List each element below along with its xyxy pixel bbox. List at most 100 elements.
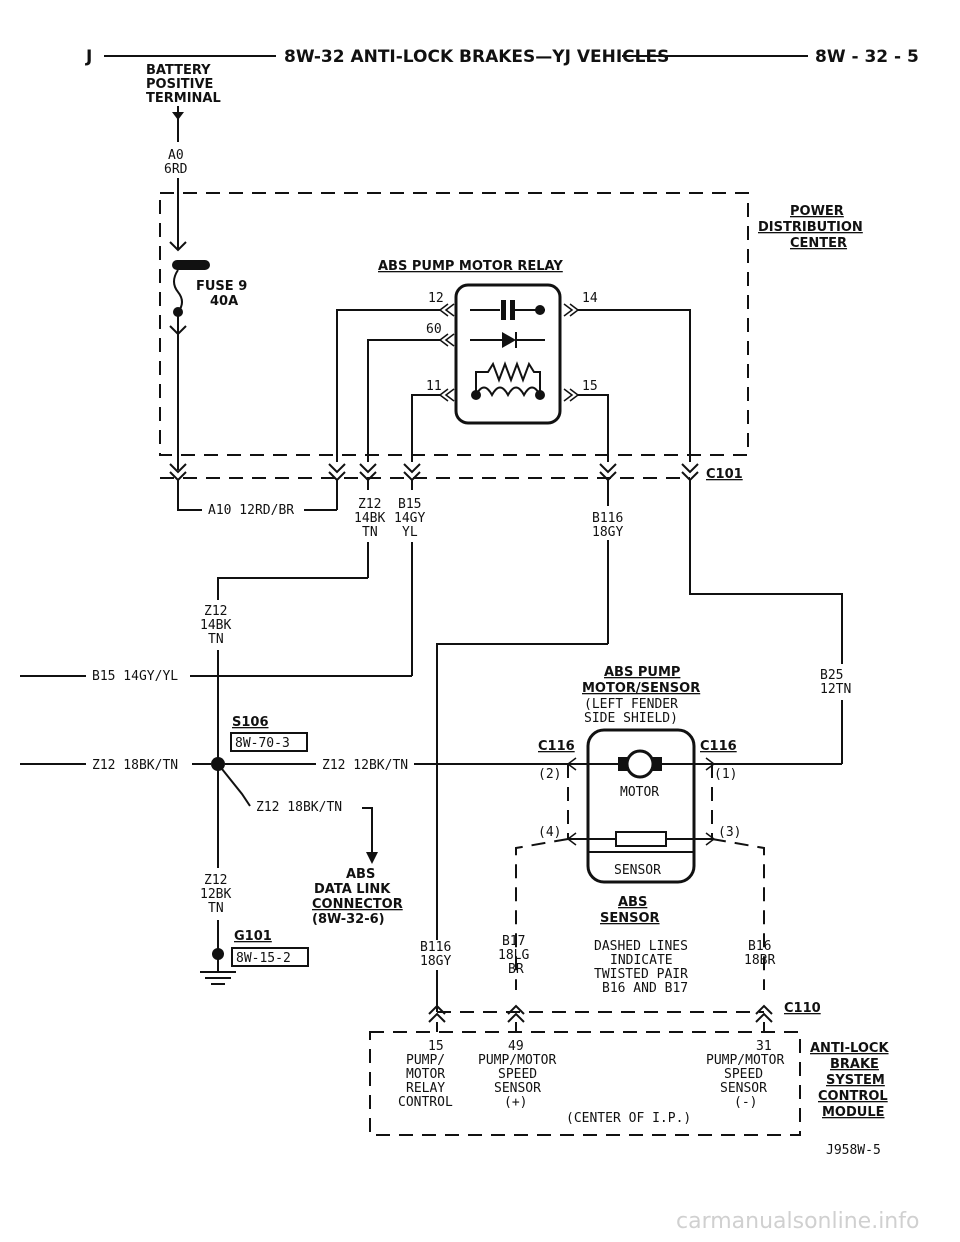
svg-text:PUMP/MOTOR: PUMP/MOTOR [706, 1053, 784, 1068]
abs-sensor-label: ABS SENSOR [600, 895, 660, 926]
svg-text:PUMP/: PUMP/ [406, 1053, 445, 1068]
abs-pump-motor-relay: ABS PUMP MOTOR RELAY 12 60 11 14 15 [378, 259, 598, 425]
wire-label-a10: A10 12RD/BR [208, 503, 294, 518]
wire-label-b15: B15 14GY/YL [92, 669, 178, 684]
svg-text:B16: B16 [748, 939, 771, 954]
svg-text:ABS PUMP: ABS PUMP [604, 665, 680, 680]
svg-text:C110: C110 [784, 1001, 821, 1016]
svg-text:18LG: 18LG [498, 948, 529, 963]
svg-text:CONTROL: CONTROL [818, 1089, 888, 1104]
svg-text:14GY: 14GY [394, 511, 425, 526]
svg-text:CONTROL: CONTROL [398, 1095, 453, 1110]
motor-label: MOTOR [620, 785, 659, 800]
svg-text:B15: B15 [398, 497, 421, 512]
svg-text:TN: TN [362, 525, 378, 540]
svg-text:ANTI-LOCK: ANTI-LOCK [810, 1041, 889, 1056]
relay-pin-11: 11 [426, 379, 442, 394]
page-header: J 8W-32 ANTI-LOCK BRAKES—YJ VEHICLES 8W … [85, 47, 919, 67]
svg-text:(+): (+) [504, 1095, 527, 1110]
connector-c101: C101 [160, 463, 743, 482]
svg-text:18GY: 18GY [420, 954, 451, 969]
relay-pin-12: 12 [428, 291, 444, 306]
svg-text:PUMP/MOTOR: PUMP/MOTOR [478, 1053, 556, 1068]
sensor-label: SENSOR [614, 863, 661, 878]
svg-text:B16 AND B17: B16 AND B17 [602, 981, 688, 996]
splice-s106: S106 8W-70-3 [211, 715, 308, 771]
svg-text:MOTOR/SENSOR: MOTOR/SENSOR [582, 681, 700, 696]
svg-text:(LEFT FENDER: (LEFT FENDER [584, 697, 678, 712]
svg-text:(CENTER OF I.P.): (CENTER OF I.P.) [566, 1111, 691, 1126]
svg-text:Z12: Z12 [204, 604, 227, 619]
abs-data-link-connector: ABS DATA LINK CONNECTOR (8W-32-6) [312, 867, 403, 927]
connector-c110: C110 [428, 1001, 821, 1023]
twisted-pair-note: DASHED LINES INDICATE TWISTED PAIR B16 A… [594, 939, 688, 996]
header-left: J [85, 47, 92, 67]
svg-text:SYSTEM: SYSTEM [826, 1073, 885, 1088]
svg-text:SENSOR: SENSOR [494, 1081, 541, 1096]
relay-pin-60: 60 [426, 322, 442, 337]
svg-text:8W-15-2: 8W-15-2 [236, 951, 291, 966]
svg-text:SENSOR: SENSOR [600, 911, 660, 926]
battery-positive-terminal: BATTERY POSITIVE TERMINAL [146, 63, 221, 142]
svg-text:MODULE: MODULE [822, 1105, 885, 1120]
svg-text:DASHED LINES: DASHED LINES [594, 939, 688, 954]
wire-label-z12-18bk: Z12 18BK/TN [92, 758, 178, 773]
svg-text:BRAKE: BRAKE [830, 1057, 879, 1072]
svg-text:(-): (-) [734, 1095, 757, 1110]
svg-text:B17: B17 [502, 934, 525, 949]
svg-text:(3): (3) [718, 825, 741, 840]
svg-text:BR: BR [508, 962, 524, 977]
svg-text:S106: S106 [232, 715, 269, 730]
svg-text:TERMINAL: TERMINAL [146, 91, 221, 106]
svg-text:RELAY: RELAY [406, 1081, 445, 1096]
svg-text:BATTERY: BATTERY [146, 63, 211, 78]
svg-text:POSITIVE: POSITIVE [146, 77, 213, 92]
svg-text:8W-70-3: 8W-70-3 [235, 736, 290, 751]
svg-text:POWER: POWER [790, 204, 844, 219]
fuse-rating: 40A [210, 294, 238, 309]
header-title: 8W-32 ANTI-LOCK BRAKES—YJ VEHICLES [284, 47, 669, 67]
svg-text:SENSOR: SENSOR [720, 1081, 767, 1096]
svg-text:G101: G101 [234, 929, 272, 944]
svg-text:DATA LINK: DATA LINK [314, 882, 391, 897]
svg-text:49: 49 [508, 1039, 524, 1054]
svg-text:SIDE SHIELD): SIDE SHIELD) [584, 711, 678, 726]
svg-text:18GY: 18GY [592, 525, 623, 540]
svg-text:CENTER: CENTER [790, 236, 847, 251]
svg-text:ABS: ABS [346, 867, 375, 882]
anti-lock-brake-control-module: 15 PUMP/ MOTOR RELAY CONTROL 49 PUMP/MOT… [369, 1031, 889, 1136]
svg-text:ABS: ABS [618, 895, 647, 910]
relay-pin-15: 15 [582, 379, 598, 394]
svg-text:12BK: 12BK [200, 887, 231, 902]
svg-text:MOTOR: MOTOR [406, 1067, 445, 1082]
fuse-9: FUSE 9 40A [169, 241, 247, 336]
abs-pump-motor-sensor: ABS PUMP MOTOR/SENSOR (LEFT FENDER SIDE … [538, 665, 741, 884]
wire-label-a0-color: 6RD [164, 162, 188, 177]
svg-text:CONNECTOR: CONNECTOR [312, 897, 403, 912]
svg-text:TWISTED PAIR: TWISTED PAIR [594, 967, 688, 982]
svg-text:C116: C116 [538, 739, 575, 754]
relay-title: ABS PUMP MOTOR RELAY [378, 259, 563, 274]
relay-pin-14: 14 [582, 291, 598, 306]
wire-label-z12-datalink: Z12 18BK/TN [256, 800, 342, 815]
figure-id: J958W-5 [826, 1143, 881, 1158]
svg-text:18BR: 18BR [744, 953, 775, 968]
svg-text:TN: TN [208, 901, 224, 916]
svg-text:C116: C116 [700, 739, 737, 754]
svg-text:SPEED: SPEED [724, 1067, 763, 1082]
svg-text:12TN: 12TN [820, 682, 851, 697]
svg-text:14BK: 14BK [354, 511, 385, 526]
svg-text:B116: B116 [592, 511, 623, 526]
power-distribution-center: POWER DISTRIBUTION CENTER [159, 192, 863, 456]
header-page-number: 8W - 32 - 5 [815, 47, 919, 67]
svg-text:YL: YL [402, 525, 418, 540]
fuse-label: FUSE 9 [196, 279, 247, 294]
svg-text:B25: B25 [820, 668, 843, 683]
svg-text:(8W-32-6): (8W-32-6) [312, 912, 385, 927]
wire-label-z12-12bk: Z12 12BK/TN [322, 758, 408, 773]
svg-text:15: 15 [428, 1039, 444, 1054]
svg-text:DISTRIBUTION: DISTRIBUTION [758, 220, 863, 235]
svg-text:Z12: Z12 [358, 497, 381, 512]
svg-text:SPEED: SPEED [498, 1067, 537, 1082]
svg-text:(1): (1) [714, 767, 737, 782]
